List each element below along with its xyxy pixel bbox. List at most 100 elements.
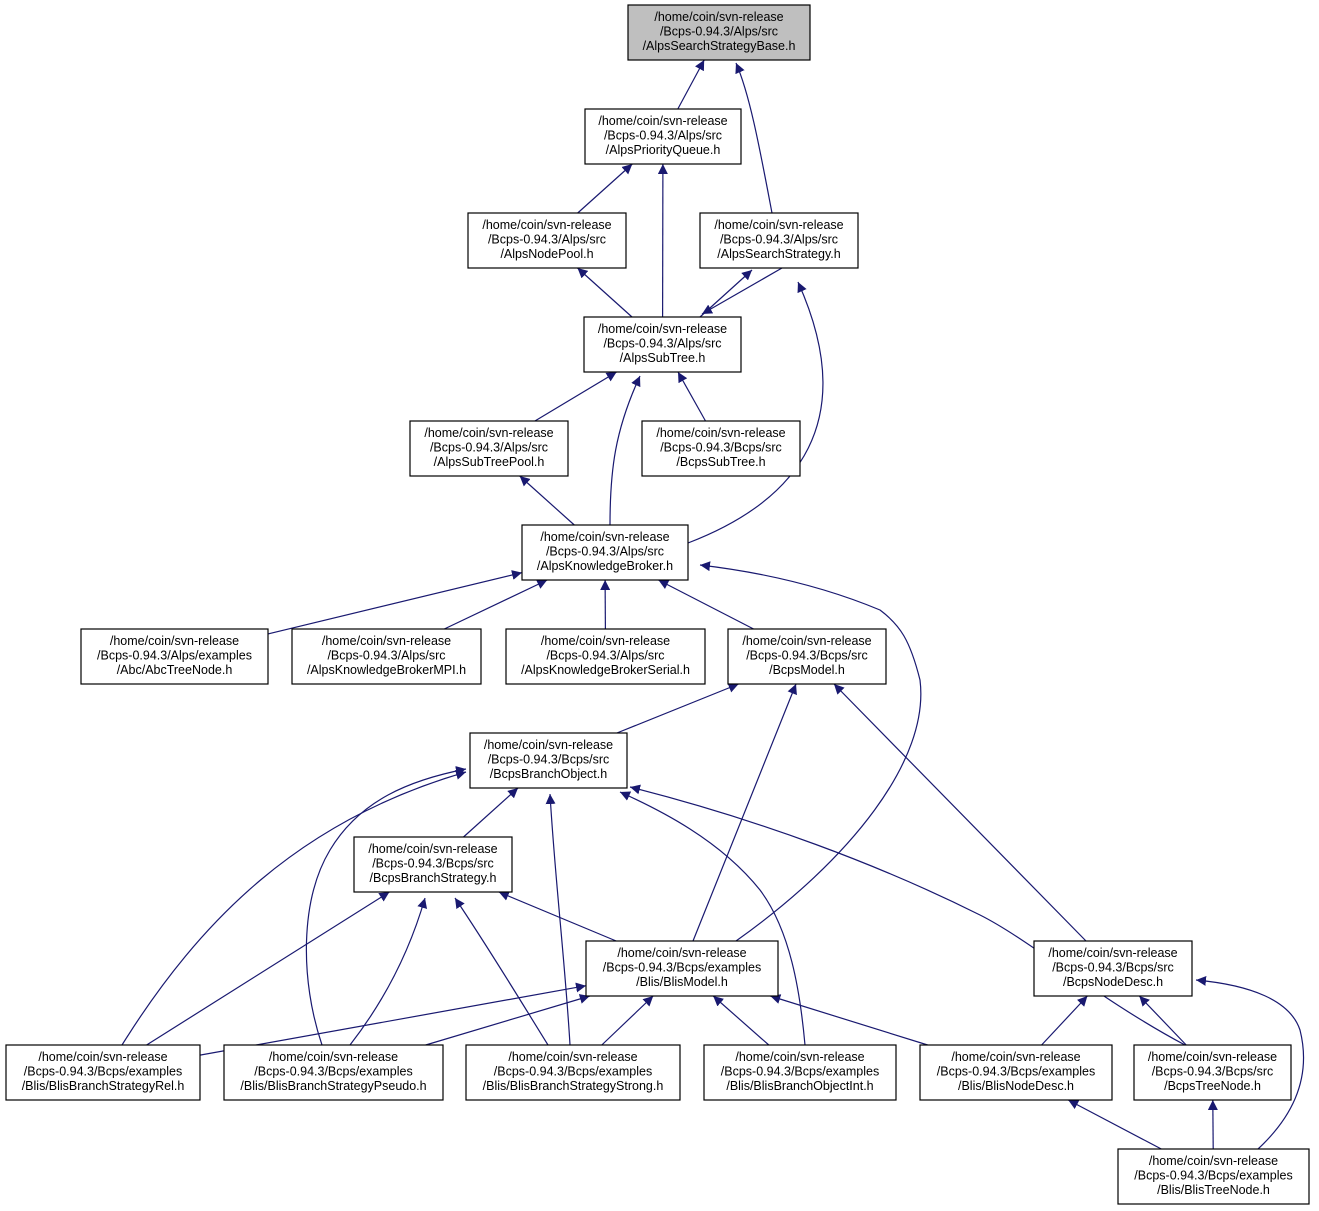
node-box[interactable] (353, 836, 513, 893)
edge-bsrel-to-bbs (146, 891, 390, 1046)
node-abc[interactable]: /home/coin/svn-release/Bcps-0.94.3/Alps/… (80, 628, 269, 685)
node-label-line: /Bcps-0.94.3/Bcps/src (372, 857, 494, 871)
node-label-line: /home/coin/svn-release (540, 530, 669, 544)
node-bnd[interactable]: /home/coin/svn-release/Bcps-0.94.3/Bcps/… (1033, 940, 1193, 997)
node-label-line: /Bcps-0.94.3/Bcps/src (1052, 961, 1174, 975)
node-label-line: /BcpsModel.h (769, 663, 845, 677)
node-label-line: /home/coin/svn-release (735, 1050, 864, 1064)
node-bltn[interactable]: /home/coin/svn-release/Bcps-0.94.3/Bcps/… (1117, 1148, 1310, 1205)
node-bsrel[interactable]: /home/coin/svn-release/Bcps-0.94.3/Bcps/… (5, 1044, 201, 1101)
edge-bsrel-to-bbo (121, 769, 467, 1046)
node-label-line: /Blis/BlisModel.h (636, 975, 728, 989)
edge-st-to-ss (699, 269, 753, 318)
node-btn[interactable]: /home/coin/svn-release/Bcps-0.94.3/Bcps/… (1133, 1044, 1292, 1101)
node-kbmpi[interactable]: /home/coin/svn-release/Bcps-0.94.3/Alps/… (291, 628, 482, 685)
node-box[interactable] (1133, 1044, 1292, 1101)
edge-kb-to-stp (519, 475, 575, 526)
node-label-line: /Bcps-0.94.3/Alps/src (660, 25, 778, 39)
node-kb[interactable]: /home/coin/svn-release/Bcps-0.94.3/Alps/… (521, 524, 689, 581)
edge-np-to-pq (577, 163, 633, 214)
node-label-line: /home/coin/svn-release (742, 634, 871, 648)
node-box[interactable] (409, 420, 569, 477)
node-label-line: /AlpsKnowledgeBrokerSerial.h (521, 663, 690, 677)
node-bbs[interactable]: /home/coin/svn-release/Bcps-0.94.3/Bcps/… (353, 836, 513, 893)
node-label-line: /Bcps-0.94.3/Bcps/src (1152, 1065, 1274, 1079)
node-bspseudo[interactable]: /home/coin/svn-release/Bcps-0.94.3/Bcps/… (223, 1044, 444, 1101)
node-label-line: /Bcps-0.94.3/Alps/src (488, 233, 606, 247)
node-bsstrong[interactable]: /home/coin/svn-release/Bcps-0.94.3/Bcps/… (465, 1044, 681, 1101)
node-stp[interactable]: /home/coin/svn-release/Bcps-0.94.3/Alps/… (409, 420, 569, 477)
node-label-line: /home/coin/svn-release (541, 634, 670, 648)
node-boint[interactable]: /home/coin/svn-release/Bcps-0.94.3/Bcps/… (703, 1044, 897, 1101)
edge-pq-to-root (677, 59, 705, 110)
node-label-line: /AlpsSubTree.h (620, 351, 706, 365)
node-label-line: /Blis/BlisBranchStrategyPseudo.h (240, 1079, 426, 1093)
node-label-line: /AlpsSearchStrategyBase.h (643, 39, 796, 53)
node-bm[interactable]: /home/coin/svn-release/Bcps-0.94.3/Bcps/… (727, 628, 887, 685)
node-label-line: /home/coin/svn-release (951, 1050, 1080, 1064)
node-box[interactable] (585, 940, 779, 997)
edge-bbo-to-bm (616, 683, 739, 734)
node-box[interactable] (291, 628, 482, 685)
node-ss[interactable]: /home/coin/svn-release/Bcps-0.94.3/Alps/… (699, 212, 859, 269)
node-box[interactable] (1033, 940, 1193, 997)
node-label-line: /Blis/BlisNodeDesc.h (958, 1079, 1074, 1093)
node-box[interactable] (1117, 1148, 1310, 1205)
edge-stp-to-st (534, 371, 617, 422)
node-box[interactable] (80, 628, 269, 685)
node-box[interactable] (505, 628, 706, 685)
node-label-line: /BcpsTreeNode.h (1164, 1079, 1261, 1093)
edge-kbmpi-to-kb (444, 579, 548, 630)
node-box[interactable] (699, 212, 859, 269)
edge-st-to-np (577, 267, 633, 318)
node-box[interactable] (223, 1044, 444, 1101)
node-label-line: /Bcps-0.94.3/Alps/src (327, 649, 445, 663)
node-label-line: /home/coin/svn-release (424, 426, 553, 440)
node-box[interactable] (5, 1044, 201, 1101)
node-bbo[interactable]: /home/coin/svn-release/Bcps-0.94.3/Bcps/… (469, 732, 628, 789)
node-box[interactable] (727, 628, 887, 685)
edge-blm-to-kb (699, 561, 922, 942)
node-label-line: /home/coin/svn-release (714, 218, 843, 232)
node-label-line: /home/coin/svn-release (1148, 1050, 1277, 1064)
node-pq[interactable]: /home/coin/svn-release/Bcps-0.94.3/Alps/… (584, 108, 742, 165)
edge-boint-to-blm (712, 995, 770, 1046)
node-label-line: /home/coin/svn-release (656, 426, 785, 440)
node-label-line: /Bcps-0.94.3/Bcps/src (660, 441, 782, 455)
edge-blnd-to-bnd (1041, 995, 1088, 1046)
node-box[interactable] (919, 1044, 1113, 1101)
node-root[interactable]: /home/coin/svn-release/Bcps-0.94.3/Alps/… (627, 4, 811, 61)
edge-boint-to-bbo (619, 791, 806, 1046)
node-box[interactable] (583, 316, 742, 373)
edge-bnd-to-bm (833, 683, 1087, 942)
node-box[interactable] (467, 212, 627, 269)
node-kbser[interactable]: /home/coin/svn-release/Bcps-0.94.3/Alps/… (505, 628, 706, 685)
edge-bst-to-st (677, 371, 707, 422)
node-np[interactable]: /home/coin/svn-release/Bcps-0.94.3/Alps/… (467, 212, 627, 269)
node-label-line: /home/coin/svn-release (269, 1050, 398, 1064)
edge-btn-to-bnd (1138, 995, 1187, 1046)
node-label-line: /home/coin/svn-release (617, 946, 746, 960)
node-box[interactable] (627, 4, 811, 61)
edge-btn-to-bbo (629, 784, 1186, 1046)
nodes-layer: /home/coin/svn-release/Bcps-0.94.3/Alps/… (5, 4, 1310, 1205)
node-label-line: /home/coin/svn-release (1048, 946, 1177, 960)
node-box[interactable] (465, 1044, 681, 1101)
node-box[interactable] (469, 732, 628, 789)
node-box[interactable] (584, 108, 742, 165)
node-label-line: /Bcps-0.94.3/Bcps/examples (937, 1065, 1095, 1079)
node-label-line: /Bcps-0.94.3/Alps/examples (97, 649, 252, 663)
node-label-line: /Blis/BlisBranchStrategyRel.h (22, 1079, 185, 1093)
node-box[interactable] (703, 1044, 897, 1101)
node-bst[interactable]: /home/coin/svn-release/Bcps-0.94.3/Bcps/… (641, 420, 801, 477)
node-blm[interactable]: /home/coin/svn-release/Bcps-0.94.3/Bcps/… (585, 940, 779, 997)
edge-bsstrong-to-bbs (454, 897, 549, 1046)
node-label-line: /AlpsSubTreePool.h (434, 455, 545, 469)
edge-ss-to-st (701, 267, 783, 315)
node-label-line: /AlpsKnowledgeBrokerMPI.h (307, 663, 466, 677)
node-st[interactable]: /home/coin/svn-release/Bcps-0.94.3/Alps/… (583, 316, 742, 373)
node-blnd[interactable]: /home/coin/svn-release/Bcps-0.94.3/Bcps/… (919, 1044, 1113, 1101)
node-box[interactable] (521, 524, 689, 581)
node-box[interactable] (641, 420, 801, 477)
